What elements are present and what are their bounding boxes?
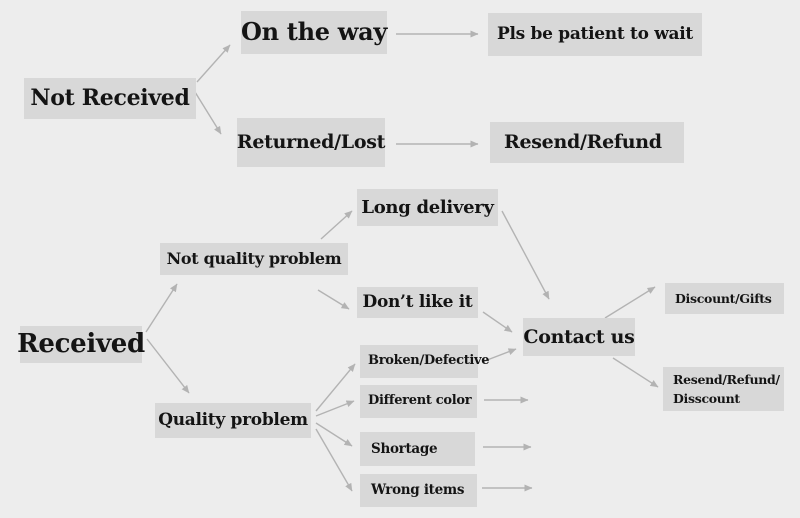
node-broken-defective: Broken/Defective [360,345,490,378]
node-received: Received [17,326,145,363]
edge-contact-us-to-discount-gifts [604,286,656,319]
node-long-delivery: Long delivery [357,189,498,226]
node-resend-refund-disscount: Resend/Refund/ Disscount [663,367,784,411]
node-resend-refund-disscount-line2: Disscount [673,391,740,406]
node-contact-us: Contact us [523,318,635,356]
node-not-quality-problem: Not quality problem [160,243,348,275]
edge-dont-like-it-to-contact-us [482,311,513,333]
edge-received-to-quality-problem [146,338,190,394]
edge-quality-problem-to-broken-defective [315,363,356,412]
edge-not-quality-problem-to-dont-like-it [317,289,350,310]
node-discount-gifts: Discount/Gifts [665,283,784,314]
node-different-color: Different color [360,385,477,418]
node-not-received: Not Received [24,78,196,119]
edge-not-quality-problem-to-long-delivery [320,210,353,240]
node-resend-refund: Resend/Refund [490,122,684,163]
node-shortage: Shortage [360,432,475,466]
edge-quality-problem-to-shortage [315,422,353,447]
edge-quality-problem-to-wrong-items [315,428,353,492]
edge-quality-problem-to-different-color [315,400,355,417]
edge-contact-us-to-resend-refund-disscount [612,357,659,388]
node-returned-lost: Returned/Lost [237,118,385,167]
node-resend-refund-disscount-line1: Resend/Refund/ [673,371,780,387]
node-pls-be-patient-to-wait: Pls be patient to wait [488,13,702,56]
edge-not-received-to-returned-lost [194,91,222,135]
edge-not-received-to-on-the-way [196,44,231,83]
edge-received-to-not-quality-problem [145,283,178,333]
edge-long-delivery-to-contact-us [501,210,550,300]
node-quality-problem: Quality problem [155,403,311,438]
node-wrong-items: Wrong items [360,474,477,507]
node-dont-like-it: Don’t like it [357,287,478,318]
node-on-the-way: On the way [241,11,387,54]
